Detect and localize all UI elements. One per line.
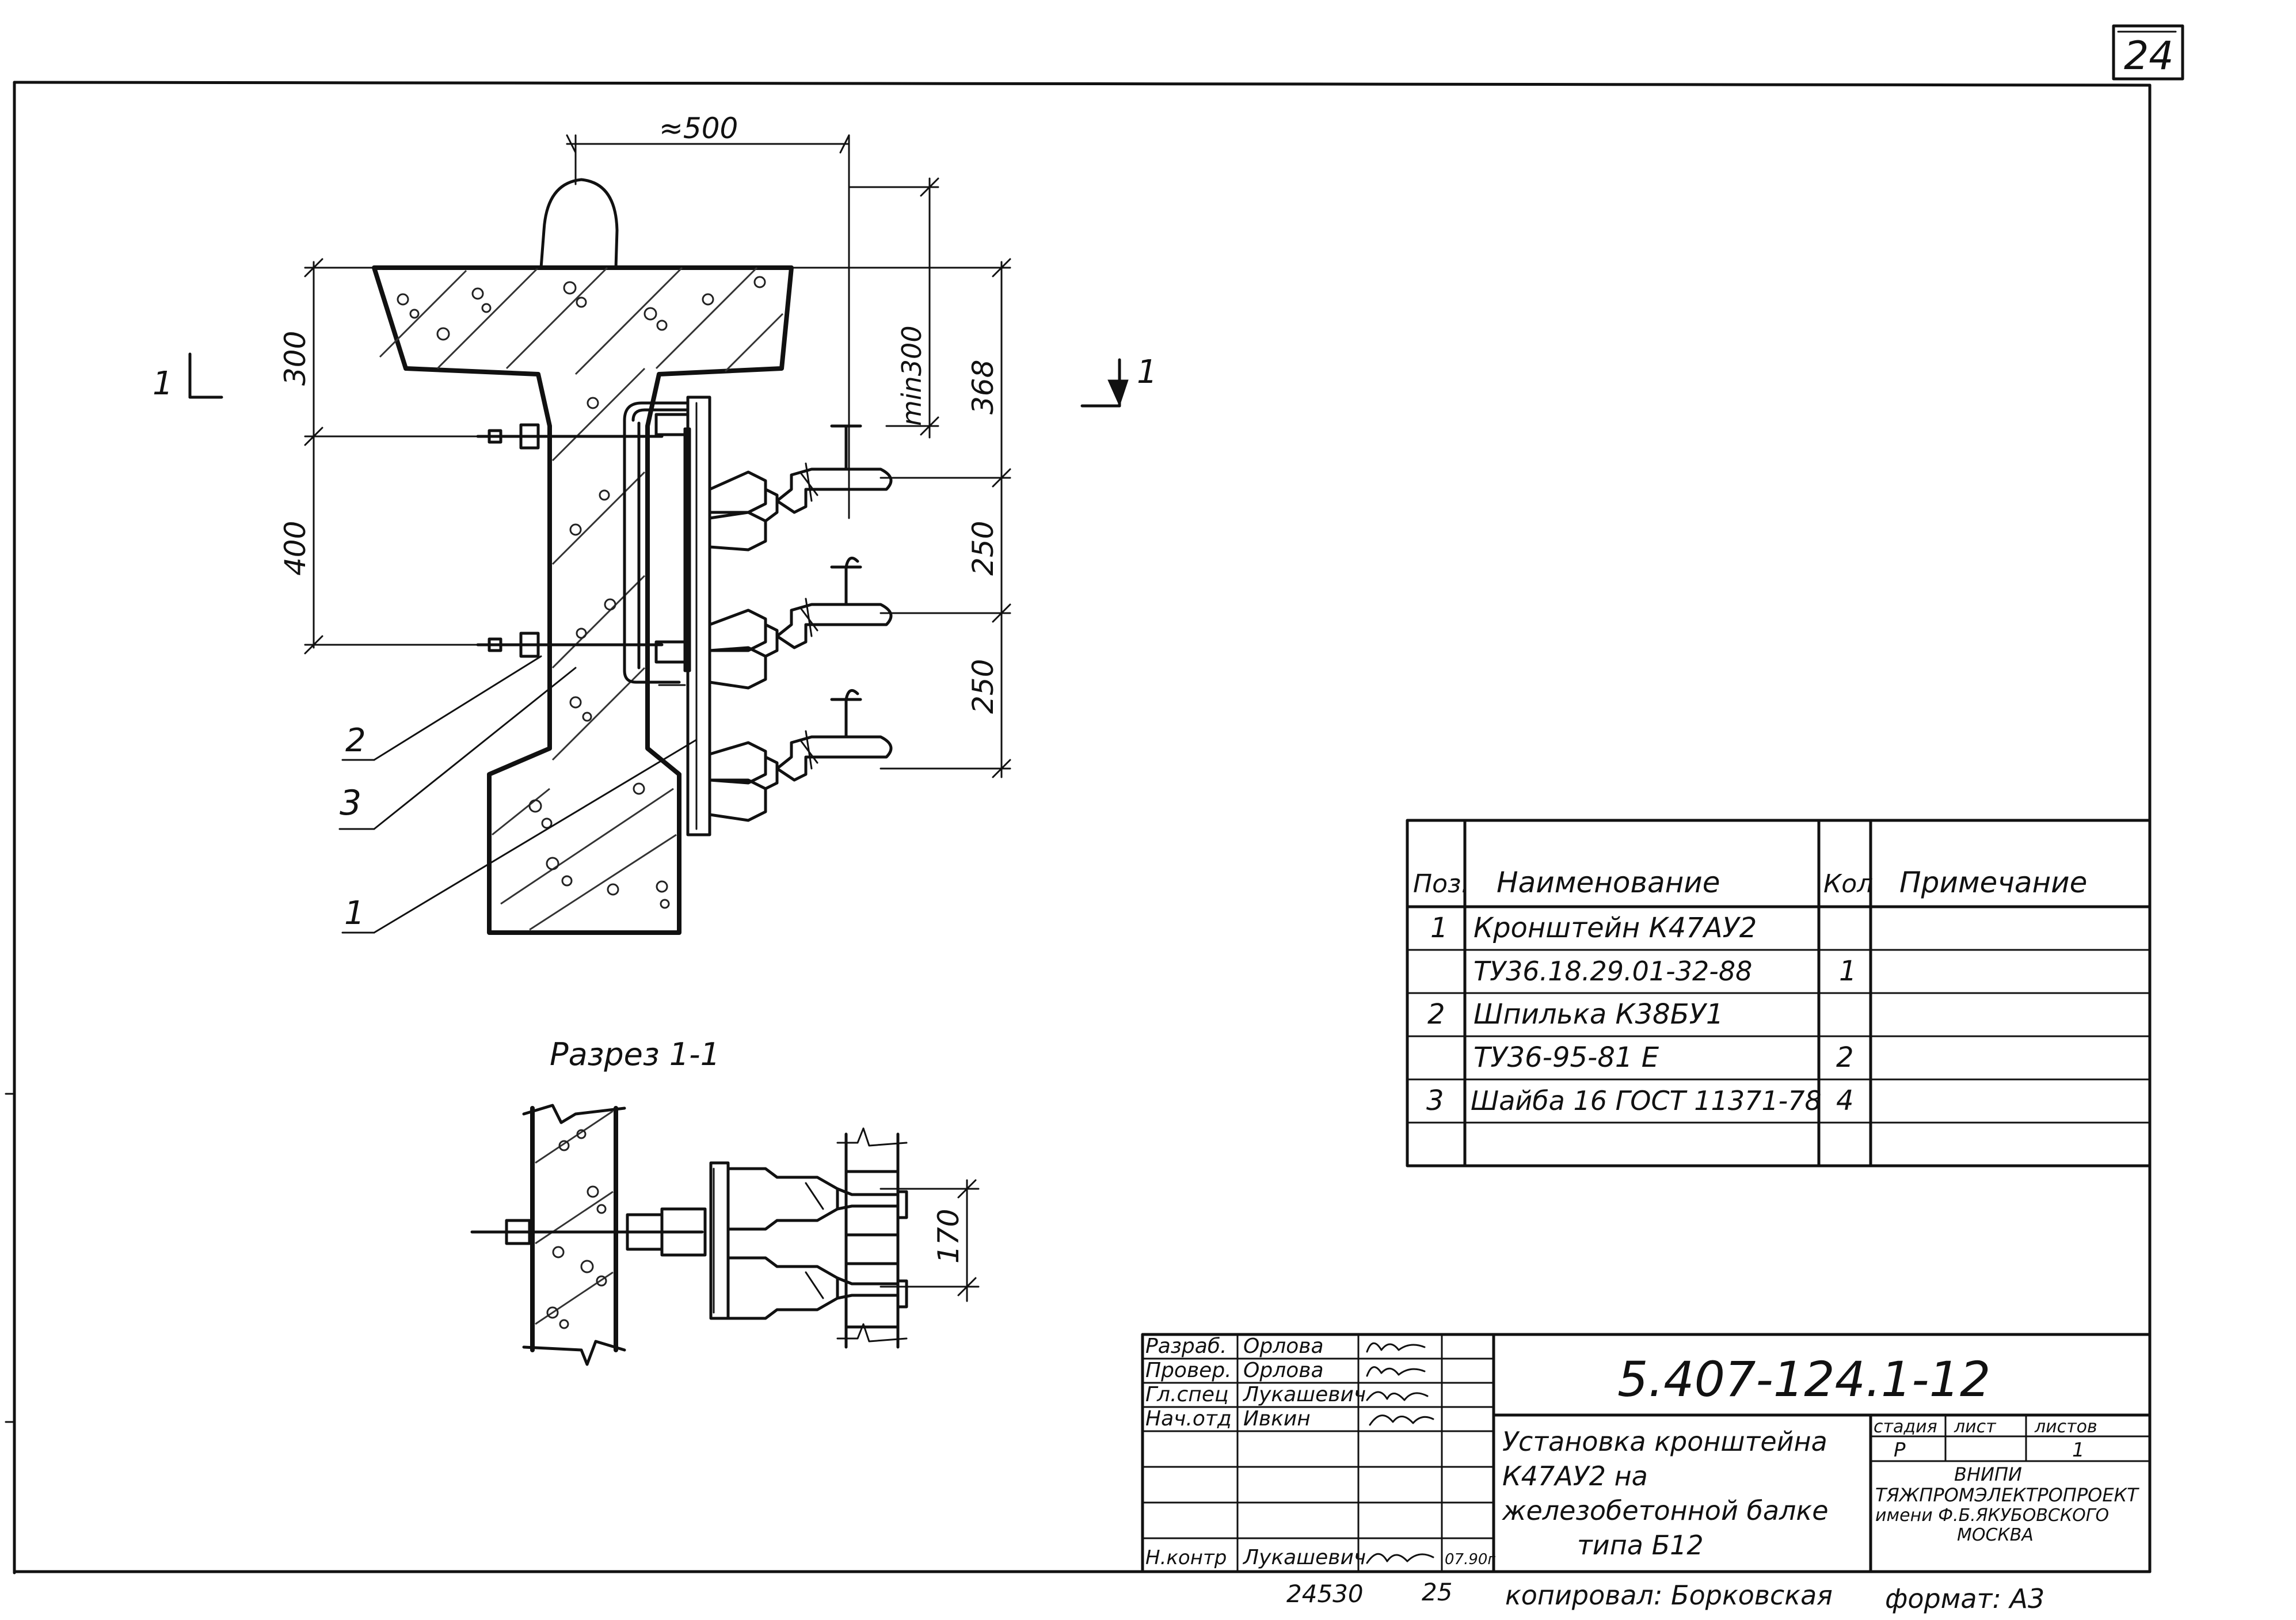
dim-300: 300 [279, 331, 312, 386]
signer-date-7: 07.90г [1445, 1551, 1495, 1568]
callout-1: 1 [344, 895, 365, 932]
spec-header-note: Примечание [1899, 866, 2087, 899]
sheets-value: 1 [2072, 1439, 2085, 1462]
spec-row-5-pos: 3 [1426, 1085, 1444, 1117]
section-mark-left-label: 1 [153, 365, 173, 402]
title-block [1141, 1333, 2152, 1573]
spec-row-3-name: Шпилька К38БУ1 [1473, 998, 1723, 1030]
footer-copied: копировал: Борковская [1505, 1580, 1833, 1611]
signatures [1366, 1342, 1434, 1564]
spec-header-pos: Поз. [1413, 869, 1469, 899]
spec-row-5-qty: 4 [1836, 1085, 1854, 1117]
title-line-3: железобетонной балке [1502, 1495, 1829, 1526]
dimension-lines [304, 134, 1011, 778]
spec-header-qty: Кол [1823, 869, 1873, 899]
callout-2: 2 [345, 722, 366, 759]
org-line-4: МОСКВА [1957, 1525, 2034, 1545]
sheets-label: листов [2034, 1417, 2097, 1437]
section-mark-right: 1 [1080, 353, 1157, 408]
title-line-1: Установка кронштейна [1502, 1426, 1827, 1457]
dim-400: 400 [279, 521, 312, 576]
title-line-2: К47АУ2 на [1502, 1461, 1648, 1492]
sheet-label: лист [1954, 1417, 1997, 1437]
spec-row-1-name: Кронштейн К47АУ2 [1473, 912, 1757, 944]
spec-row-2-name: ТУ36.18.29.01-32-88 [1473, 956, 1752, 987]
dim-250-a: 250 [966, 521, 1000, 576]
bracket-k47au2 [623, 396, 711, 836]
signer-role-1: Разраб. [1145, 1334, 1227, 1358]
footer-page: 25 [1422, 1578, 1452, 1606]
stage-value: Р [1894, 1439, 1906, 1462]
beam-elevation: 2 3 1 [279, 112, 1011, 935]
org-line-2: ТЯЖПРОМЭЛЕКТРОПРОЕКТ [1875, 1484, 2139, 1506]
signer-role-4: Нач.отд [1145, 1407, 1232, 1431]
stage-label: стадия [1874, 1417, 1937, 1437]
spec-row-5-name: Шайба 16 ГОСТ 11371-78 [1471, 1085, 1822, 1116]
callout-3: 3 [340, 783, 361, 823]
signer-role-7: Н.контр [1145, 1546, 1227, 1569]
signer-role-3: Гл.спец [1145, 1383, 1229, 1406]
insulator-holder-1 [708, 424, 893, 552]
sheet-number-box: 24 [2112, 24, 2184, 81]
insulator-holder-3 [708, 689, 893, 822]
dim-368: 368 [966, 360, 1000, 414]
signer-name-1: Орлова [1243, 1334, 1324, 1358]
spec-table [1406, 819, 2152, 1168]
insulator-holder-2 [708, 556, 893, 690]
section-mark-right-label: 1 [1137, 353, 1157, 391]
dim-width: ≈500 [659, 112, 738, 145]
section-mark-left: 1 [153, 352, 223, 402]
spec-row-4-qty: 2 [1836, 1041, 1854, 1074]
dim-min300: min300 [896, 325, 927, 426]
callout-leaders [338, 655, 698, 934]
footer-format: формат: А3 [1885, 1583, 2044, 1614]
concrete-hatch [379, 267, 784, 931]
spec-row-3-pos: 2 [1427, 998, 1445, 1030]
dim-250-b: 250 [966, 659, 1000, 714]
spec-row-1-pos: 1 [1430, 912, 1448, 944]
spec-row-4-name: ТУ36-95-81 Е [1473, 1041, 1659, 1074]
dim-170: 170 [932, 1209, 965, 1264]
sheet-number: 24 [2124, 33, 2174, 79]
signer-name-3: Лукашевич [1242, 1383, 1366, 1406]
sheet-frame [5, 81, 2152, 1575]
org-line-3: имени Ф.Б.ЯКУБОВСКОГО [1875, 1505, 2109, 1526]
section-title: Разрез 1-1 [550, 1036, 720, 1073]
org-line-1: ВНИПИ [1954, 1463, 2022, 1485]
doc-code: 5.407-124.1-12 [1617, 1351, 1990, 1408]
signer-role-2: Провер. [1145, 1359, 1232, 1382]
section-view [470, 1104, 980, 1366]
stud-bolts [476, 423, 664, 658]
signer-name-7: Лукашевич [1242, 1546, 1366, 1569]
spec-header-name: Наименование [1497, 866, 1720, 899]
title-line-4: типа Б12 [1577, 1530, 1704, 1561]
footer-inventory: 24530 [1286, 1580, 1364, 1608]
concrete-aggregate [397, 276, 766, 909]
spec-row-2-qty: 1 [1839, 955, 1857, 987]
signer-name-4: Ивкин [1243, 1407, 1311, 1431]
signer-name-2: Орлова [1243, 1359, 1324, 1382]
